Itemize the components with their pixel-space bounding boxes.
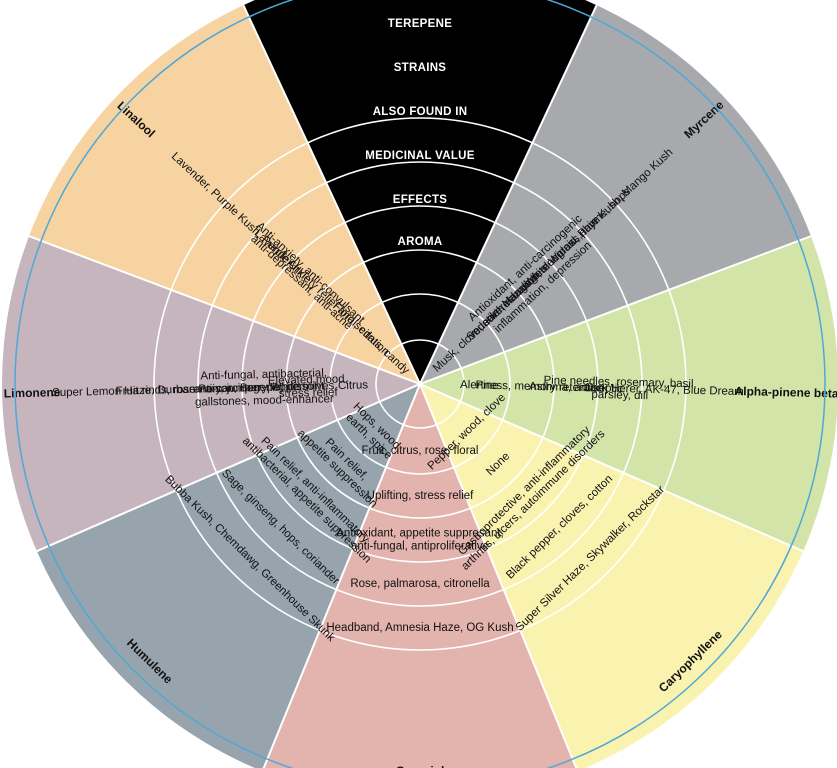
- sector-divider: [26, 234, 421, 385]
- geraniol-also-found-in: Rose, palmarosa, citronella: [350, 578, 490, 590]
- sector-divider: [419, 2, 599, 385]
- header-row-label: ALSO FOUND IN: [373, 106, 468, 118]
- cell-text-line: parsley, dill: [591, 389, 648, 402]
- cell-text-line: Elevated mood,: [268, 373, 348, 387]
- terpene-name: Geraniol: [396, 764, 445, 768]
- alpha_pinene-effects: Alertness, memory retention: [460, 379, 604, 395]
- alpha_pinene-strains: Jack Herer, AK-47, Blue Dream: [584, 382, 744, 398]
- outer-outline: [14, 0, 826, 768]
- cell-text-line: Citrus: [338, 379, 369, 392]
- cell-text-line: Pine needles, rosemary, basil,: [543, 375, 696, 391]
- limonene-wedge: [2, 235, 420, 552]
- myrcene-wedge: [420, 3, 813, 384]
- limonene-medicinal-value: Anti-fungal, antibacterial,anti-carcinog…: [194, 367, 335, 408]
- cell-text-line: Antioxidant, appetite suppresant,: [336, 528, 504, 540]
- header-wedge: [242, 0, 598, 384]
- cell-text-line: Rose, palmarosa, citronella: [350, 578, 490, 590]
- alpha_pinene-medicinal-value: Asthma, antiseptic: [529, 381, 623, 395]
- sector-divider: [260, 383, 421, 768]
- geraniol-wedge: [261, 384, 579, 768]
- cell-text-line: Fruit, citrus, rose, floral: [362, 445, 479, 457]
- cell-text-line: Headband, Amnesia Haze, OG Kush: [326, 622, 513, 634]
- cell-text-line: anti-fungal, antiproliferative: [351, 541, 489, 553]
- geraniol-medicinal-value: Antioxidant, appetite suppresant,anti-fu…: [336, 528, 504, 553]
- cell-text-line: anti-carcinogenic, dissolves: [194, 380, 335, 396]
- cell-text-line: Fruit rinds, rosemary, juniper, peppermi…: [116, 380, 326, 397]
- cell-text-line: Asthma, antiseptic: [529, 381, 623, 395]
- ring-line: [329, 293, 511, 475]
- sector-divider: [241, 2, 421, 385]
- alpha_pinene-name: Alpha-pinene beta-pinene: [734, 384, 837, 402]
- header-row-label: EFFECTS: [393, 194, 448, 206]
- limonene-also-found-in: Fruit rinds, rosemary, juniper, peppermi…: [116, 380, 326, 397]
- humulene-wedge: [35, 384, 420, 768]
- limonene-effects: Elevated mood,stress relief: [268, 373, 348, 400]
- limonene-aroma: Citrus: [338, 379, 369, 392]
- geraniol-aroma: Fruit, citrus, rose, floral: [362, 445, 479, 457]
- header-row-label: MEDICINAL VALUE: [365, 150, 475, 162]
- ring-line: [153, 117, 687, 651]
- header-row-label: STRAINS: [394, 62, 447, 74]
- geraniol-strains: Headband, Amnesia Haze, OG Kush: [326, 622, 513, 634]
- cell-text-line: Anti-fungal, antibacterial,: [200, 367, 327, 382]
- cell-text-line: gallstones, mood-enhancer: [195, 393, 334, 408]
- cell-text-line: Pine: [475, 379, 498, 392]
- cell-text-line: Jack Herer, AK-47, Blue Dream: [584, 382, 744, 398]
- sector-dividers: [26, 2, 814, 768]
- header-column: TEREPENE STRAINS ALSO FOUND IN MEDICINAL VA…: [365, 18, 475, 248]
- ring-line: [285, 249, 555, 519]
- header-row-label: TEREPENE: [388, 18, 452, 30]
- sector-divider: [419, 383, 806, 553]
- terpene-name: Alpha-pinene beta-pinene: [734, 384, 837, 402]
- caryophyllene-wedge: [420, 384, 805, 768]
- geraniol-effects: Uplifting, stress relief: [367, 490, 475, 502]
- alpha_pinene-wedge: [420, 235, 837, 552]
- cell-text-line: Uplifting, stress relief: [367, 490, 475, 502]
- terpene-name: Limonene: [4, 385, 61, 400]
- cell-text-line: stress relief: [279, 387, 339, 400]
- header-row-label: AROMA: [398, 236, 443, 248]
- ring-line: [241, 205, 599, 563]
- linalool-wedge: [27, 3, 420, 384]
- alpha_pinene-aroma: Pine: [475, 379, 498, 392]
- ring-line: [197, 161, 643, 607]
- geraniol-name: Geraniol: [396, 764, 445, 768]
- ring-dividers: [153, 117, 687, 651]
- ring-line: [375, 339, 465, 429]
- sector-divider: [419, 234, 814, 385]
- sector-divider: [34, 383, 421, 553]
- alpha_pinene-also-found-in: Pine needles, rosemary, basil,parsley, d…: [543, 375, 696, 403]
- limonene-name: Limonene: [4, 385, 61, 400]
- cell-text-line: Alertness, memory retention: [460, 379, 604, 395]
- sector-divider: [419, 383, 580, 768]
